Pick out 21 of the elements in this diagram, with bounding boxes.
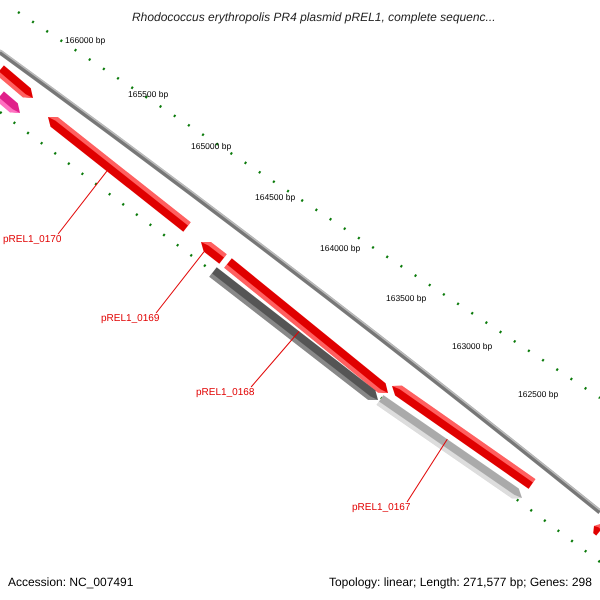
- gene-label: pREL1_0168: [196, 387, 254, 398]
- leader-line: [250, 330, 300, 388]
- scale-label: 162500 bp: [518, 389, 558, 399]
- leader-line: [58, 170, 108, 234]
- gene-label: pREL1_0167: [352, 502, 410, 513]
- gene-label: pREL1_0170: [3, 234, 62, 245]
- leader-line: [406, 438, 448, 502]
- summary-text: Topology: linear; Length: 271,577 bp; Genes: 298: [329, 575, 592, 589]
- gene-feature: [201, 242, 227, 264]
- leader-line: [156, 251, 204, 314]
- gene-feature: [48, 117, 191, 232]
- scale-label: 165500 bp: [128, 89, 168, 99]
- scale-label: 166000 bp: [65, 35, 106, 45]
- accession-text: Accession: NC_007491: [8, 575, 134, 589]
- scale-label: 163000 bp: [452, 341, 492, 351]
- scale-label: 164500 bp: [255, 192, 296, 202]
- title: Rhodococcus erythropolis PR4 plasmid pREL1, complete sequenc...: [132, 10, 496, 24]
- scale-label: 164000 bp: [320, 243, 360, 253]
- gene-label: pREL1_0169: [101, 313, 160, 324]
- scale-label: 165000 bp: [191, 141, 232, 151]
- scale-label: 163500 bp: [386, 293, 426, 303]
